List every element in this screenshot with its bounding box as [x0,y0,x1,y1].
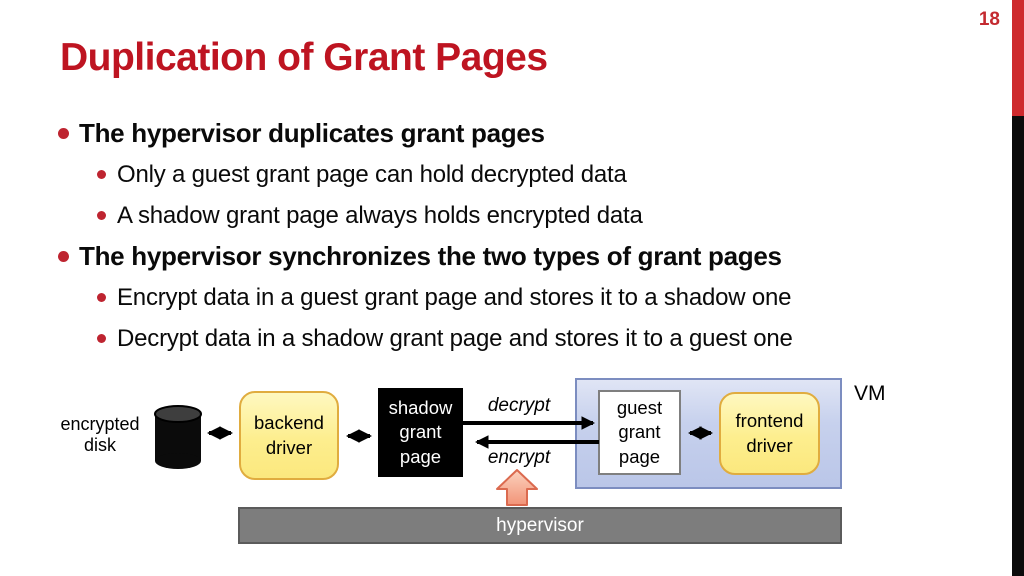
disk-cylinder-icon [154,405,202,469]
bullet-text: Decrypt data in a shadow grant page and … [117,324,793,352]
bullet-dot-icon [97,334,106,343]
decrypt-label: decrypt [487,395,551,416]
bullet-text: The hypervisor duplicates grant pages [79,118,545,148]
bullet-item: Only a guest grant page can hold decrypt… [0,154,1000,195]
bullet-dot-icon [58,128,69,139]
bullet-item: The hypervisor duplicates grant pages [0,113,1000,154]
up-block-arrow-icon [496,469,538,506]
bullet-dot-icon [58,251,69,262]
bullet-text: A shadow grant page always holds encrypt… [117,201,643,229]
bullet-item: Decrypt data in a shadow grant page and … [0,318,1000,359]
hypervisor-label: hypervisor [496,514,584,536]
accent-bar-red [1012,0,1024,116]
guest-grant-page-box: guest grant page [598,390,681,475]
slide-number: 18 [978,9,1000,30]
bullet-dot-icon [97,293,106,302]
bullet-item: A shadow grant page always holds encrypt… [0,195,1000,236]
bullet-dot-icon [97,170,106,179]
bullet-item: The hypervisor synchronizes the two type… [0,236,1000,277]
bullet-item: Encrypt data in a guest grant page and s… [0,277,1000,318]
vm-label: VM [854,382,886,405]
bullet-text: Encrypt data in a guest grant page and s… [117,283,792,311]
shadow-grant-page-box: shadow grant page [378,388,463,477]
encrypt-label: encrypt [487,447,551,468]
backend-driver-box: backend driver [239,391,339,480]
hypervisor-bar: hypervisor [238,507,842,544]
bullet-text: The hypervisor synchronizes the two type… [79,241,782,271]
bullet-text: Only a guest grant page can hold decrypt… [117,160,627,188]
accent-bar-black [1012,116,1024,576]
bullet-list: The hypervisor duplicates grant pages On… [0,113,1000,359]
encrypted-disk-label: encrypted disk [60,414,140,455]
frontend-driver-box: frontend driver [719,392,820,475]
page-title: Duplication of Grant Pages [60,36,548,79]
bullet-dot-icon [97,211,106,220]
